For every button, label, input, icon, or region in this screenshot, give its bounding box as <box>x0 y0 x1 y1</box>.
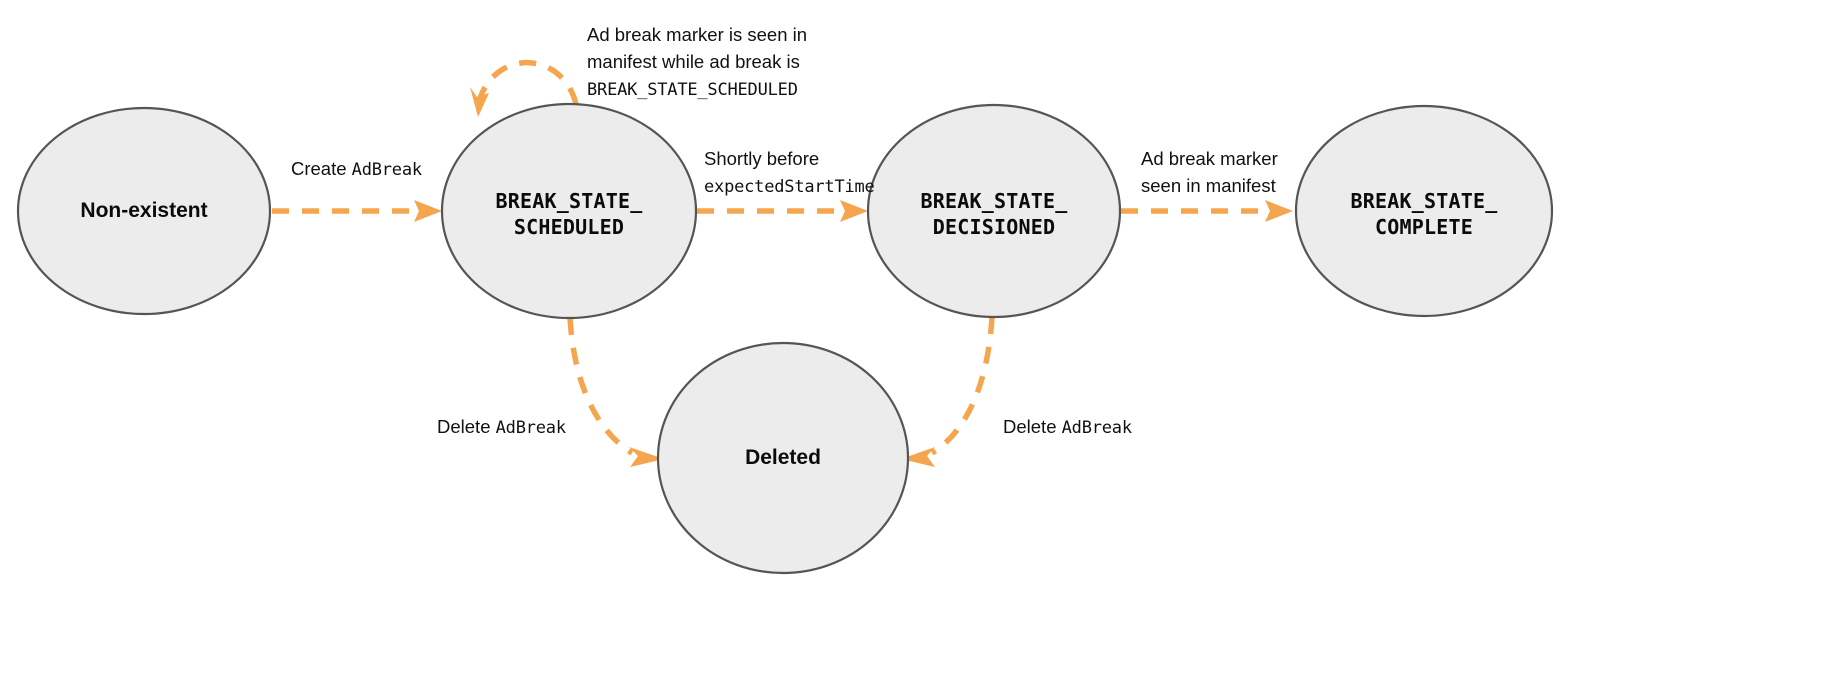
edge-delete-adbreak-from-scheduled <box>567 317 664 467</box>
node-deleted[interactable] <box>656 341 910 575</box>
node-break-state-scheduled[interactable] <box>440 102 698 320</box>
edges-layer <box>272 60 1293 467</box>
edge-delete-adbreak-from-decisioned <box>901 316 995 467</box>
node-non-existent[interactable] <box>16 106 272 316</box>
edge-create-adbreak <box>272 200 442 222</box>
nodes-layer <box>16 102 1554 575</box>
edge-marker-seen-while-scheduled <box>470 60 579 117</box>
node-break-state-complete[interactable] <box>1294 104 1554 318</box>
edge-shortly-before-expected-start-time <box>697 200 868 222</box>
node-break-state-decisioned[interactable] <box>866 103 1122 319</box>
edge-marker-seen-in-manifest <box>1121 200 1293 222</box>
